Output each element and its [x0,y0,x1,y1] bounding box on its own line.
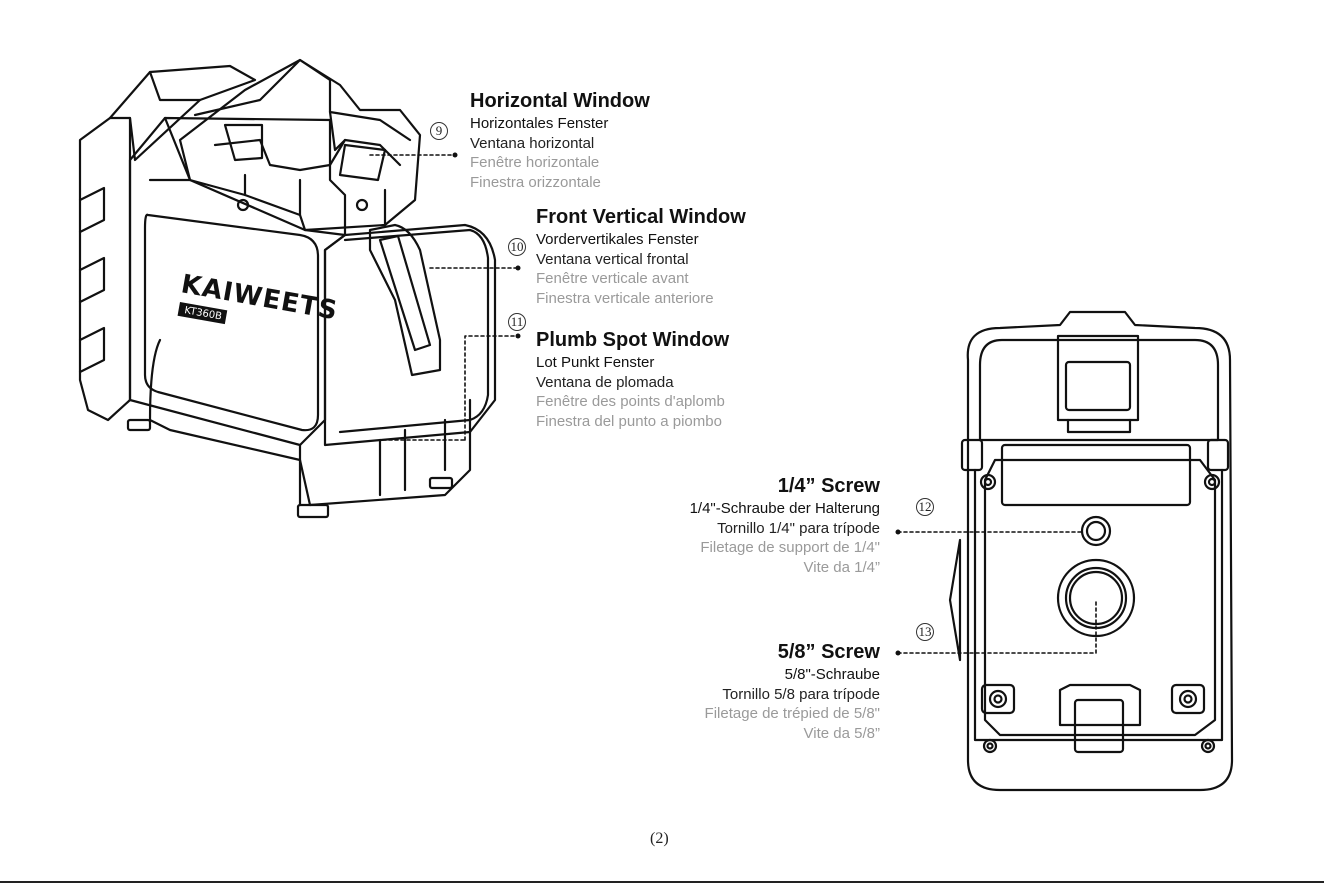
label-line-de: Horizontales Fenster [470,115,609,132]
label-line-fr: Filetage de support de 1/4" [700,539,880,556]
label-front-vertical-window: Front Vertical Window Vordervertikales F… [536,206,746,308]
label-line-fr: Fenêtre des points d'aplomb [536,393,725,410]
label-title: 5/8” Screw [777,641,880,663]
label-line-es: Ventana horizontal [470,134,595,152]
label-five-eighths-screw: 5/8” Screw 5/8"-Schraube Tornillo 5/8 pa… [550,641,880,743]
page-number: (2) [650,830,669,847]
callout-number-10: 10 [508,238,526,256]
left-bumper [80,118,130,420]
label-line-de: Lot Punkt Fenster [536,354,655,371]
callout-number-11: 11 [508,313,526,331]
label-title: Horizontal Window [470,90,650,112]
label-line-de: 5/8"-Schraube [784,666,880,683]
label-line-de: 1/4"-Schraube der Halterung [689,500,880,517]
label-line-it: Finestra del punto a piombo [536,412,722,430]
callout-number-12: 12 [916,498,934,516]
label-line-es: Tornillo 5/8 para trípode [722,685,880,703]
vertical-window-slot [370,225,440,375]
label-title: Plumb Spot Window [536,329,730,351]
label-line-it: Vite da 5/8” [803,724,880,742]
callout-number-13: 13 [916,623,934,641]
device-bottom-view [950,312,1232,790]
label-title: 1/4” Screw [777,475,880,497]
label-line-it: Finestra orizzontale [470,173,601,191]
label-line-fr: Filetage de trépied de 5/8" [704,705,880,722]
leader-five-eighths-screw [898,600,1096,653]
label-plumb-spot-window: Plumb Spot Window Lot Punkt Fenster Vent… [536,329,729,431]
label-line-es: Ventana vertical frontal [536,250,689,268]
label-line-es: Tornillo 1/4" para trípode [717,519,880,537]
label-quarter-screw: 1/4” Screw 1/4"-Schraube der Halterung T… [550,475,880,577]
callout-number-9: 9 [430,122,448,140]
label-line-es: Ventana de plomada [536,373,674,391]
label-title: Front Vertical Window [536,206,746,228]
label-line-de: Vordervertikales Fenster [536,231,699,248]
label-line-it: Finestra verticale anteriore [536,289,714,307]
label-horizontal-window: Horizontal Window Horizontales Fenster V… [470,90,650,192]
quarter-screw-hole [1082,517,1110,545]
five-eighths-screw-mount [1058,560,1134,636]
label-line-fr: Fenêtre verticale avant [536,270,689,287]
footer-rule [0,881,1324,883]
label-line-it: Vite da 1/4” [803,558,880,576]
leader-plumb-spot-window [465,336,518,440]
label-line-fr: Fenêtre horizontale [470,154,600,171]
